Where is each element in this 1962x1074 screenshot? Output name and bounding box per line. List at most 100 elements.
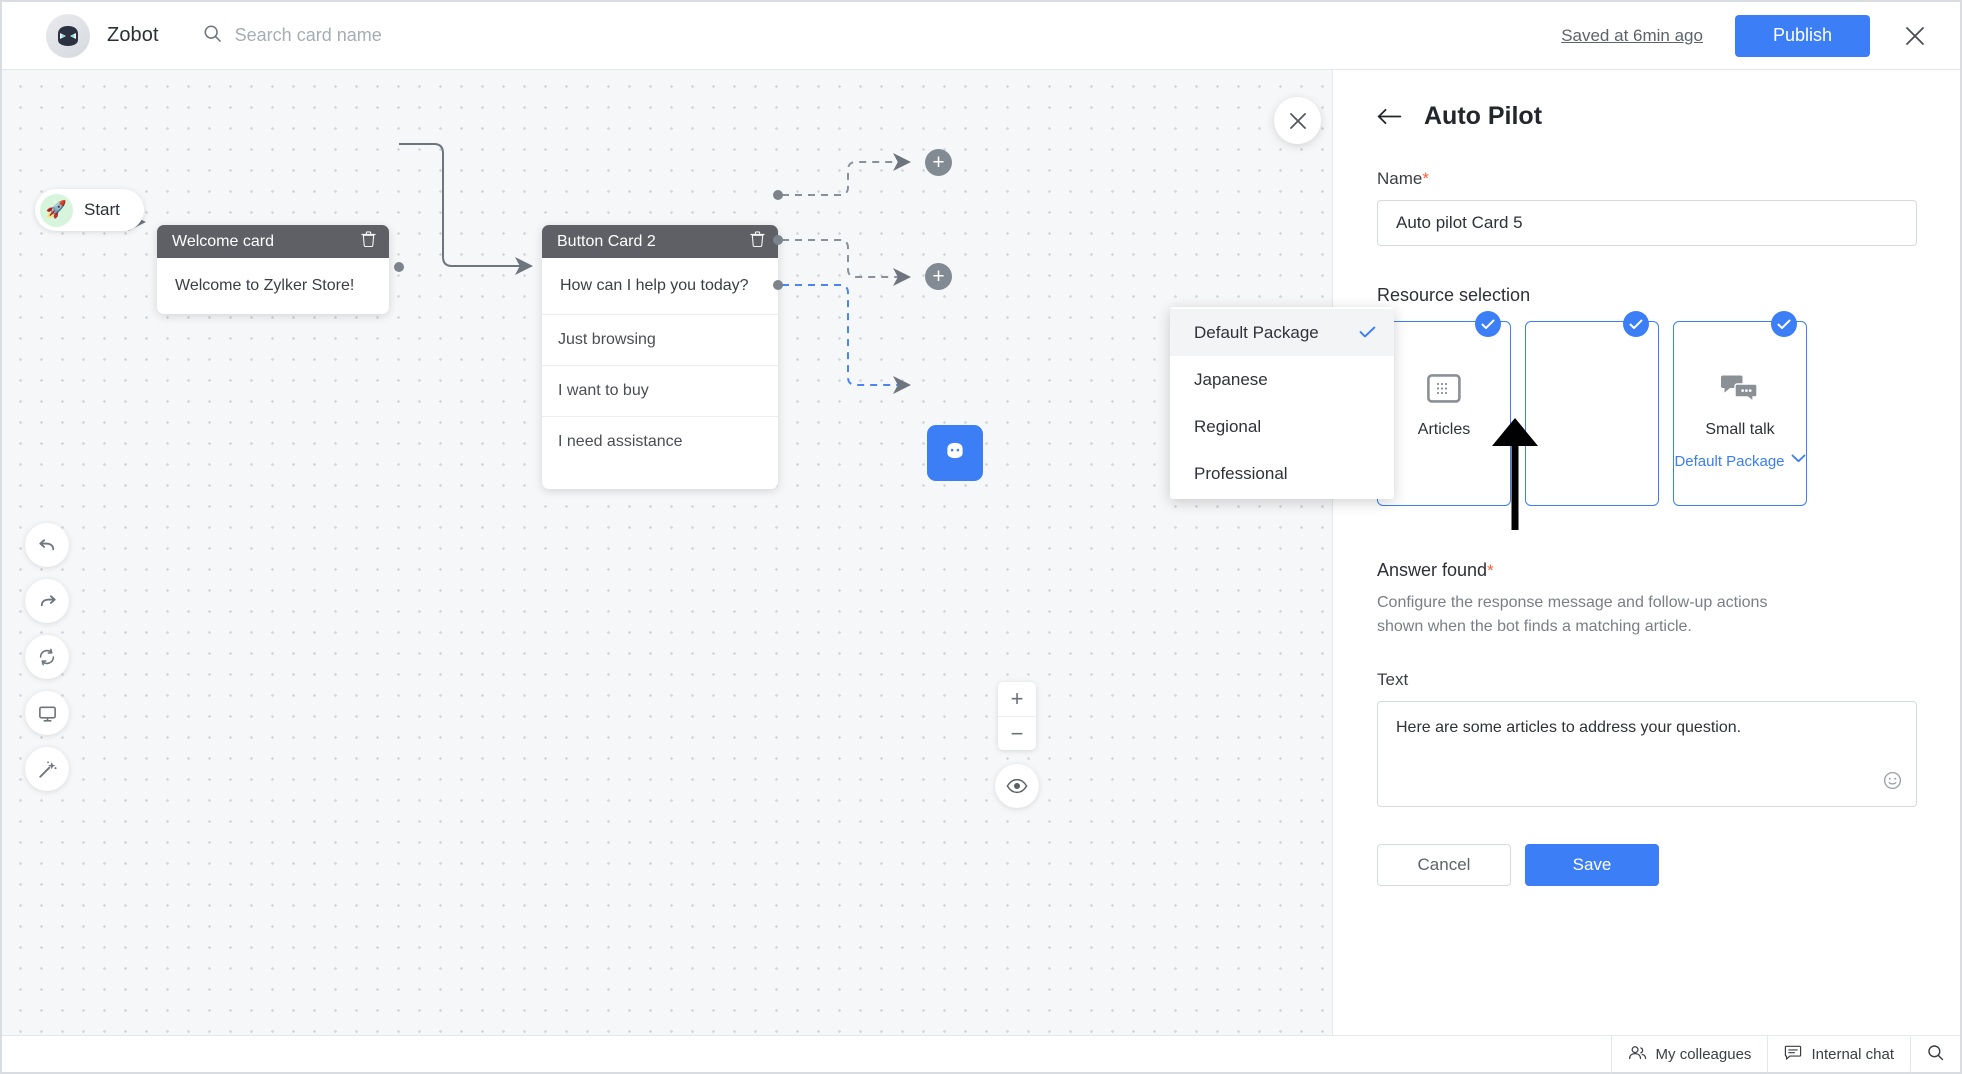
trash-icon[interactable] [750,231,765,252]
dropdown-option-label: Default Package [1194,322,1319,342]
close-icon[interactable] [1274,97,1321,144]
response-text-value: Here are some articles to address your q… [1396,718,1742,736]
zoom-controls: + − [998,682,1036,750]
start-label: Start [84,200,120,219]
chat-icon [1784,1045,1802,1064]
dropdown-option-default-package[interactable]: Default Package [1170,309,1394,356]
eye-icon[interactable] [995,764,1039,808]
answer-found-label: Answer found* [1377,560,1960,581]
card-output-port[interactable] [394,262,404,272]
redo-icon[interactable] [25,579,69,623]
card-body-text: How can I help you today? [560,277,749,294]
internal-chat-button[interactable]: Internal chat [1767,1035,1910,1073]
card-option-port-2[interactable] [773,280,783,290]
dropdown-option-label: Professional [1194,463,1288,483]
bot-icon [944,441,966,465]
card-body-text: Welcome to Zylker Store! [175,277,355,294]
resource-card-label: Small talk [1705,421,1775,438]
panel-footer-actions: Cancel Save [1377,843,1960,886]
bot-card-node[interactable] [927,425,983,481]
saved-status[interactable]: Saved at 6min ago [1561,25,1703,45]
resource-cards-row: Articles [1377,311,1960,506]
panel-header: Auto Pilot [1333,70,1960,131]
footer-search-button[interactable] [1910,1035,1960,1073]
page-title: Auto Pilot [1424,102,1543,130]
resource-card-second[interactable] [1525,311,1659,506]
flow-connectors [67,143,911,394]
my-colleagues-label: My colleagues [1655,1045,1752,1063]
resource-card-label: Articles [1417,421,1471,438]
resource-package-selector[interactable]: Default Package [1674,450,1805,472]
check-icon [1359,323,1376,343]
card-title: Welcome card [172,232,274,250]
undo-icon[interactable] [25,523,69,567]
refresh-icon[interactable] [25,635,69,679]
cancel-button[interactable]: Cancel [1377,843,1511,886]
article-icon [1427,374,1461,408]
flow-card-welcome[interactable]: Welcome card Welcome to Zylker Store! [157,225,389,314]
required-marker: * [1487,561,1494,580]
my-colleagues-button[interactable]: My colleagues [1610,1035,1768,1073]
text-field-label: Text [1377,669,1409,689]
required-marker: * [1422,169,1429,188]
save-button[interactable]: Save [1525,843,1659,886]
search-box[interactable] [203,24,565,48]
card-option-port-0[interactable] [773,190,783,200]
rocket-icon: 🚀 [40,193,73,227]
card-title: Button Card 2 [557,232,656,250]
resource-package-label: Default Package [1674,453,1785,470]
chat-bubbles-icon [1720,374,1760,408]
back-arrow-icon[interactable] [1377,108,1402,125]
name-input[interactable] [1377,200,1917,246]
package-dropdown-menu[interactable]: Default Package Japanese Regional Profes… [1170,307,1394,499]
header-actions: Saved at 6min ago Publish [1561,14,1960,57]
flow-card-button[interactable]: Button Card 2 How can I help you today? … [542,225,778,489]
people-icon [1628,1045,1647,1064]
zoom-in-button[interactable]: + [1010,686,1024,711]
resource-selection-label: Resource selection [1377,285,1531,305]
name-label-text: Name [1377,169,1423,188]
card-option-0[interactable]: Just browsing [542,314,778,365]
dropdown-option-label: Regional [1194,416,1262,436]
dropdown-option-professional[interactable]: Professional [1170,450,1394,497]
emoji-smiley-icon[interactable] [1883,771,1902,795]
search-icon [203,24,222,48]
start-node[interactable]: 🚀 Start [35,189,144,231]
bot-avatar-icon [46,13,90,58]
publish-button[interactable]: Publish [1734,14,1870,57]
internal-chat-label: Internal chat [1811,1045,1894,1063]
monitor-icon[interactable] [25,691,69,735]
search-icon [1927,1044,1944,1065]
flow-canvas[interactable]: 🚀 Start Welcome card Welcome to Zylker S… [2,70,1332,1037]
response-text-area[interactable]: Here are some articles to address your q… [1377,700,1917,807]
search-input[interactable] [234,25,565,46]
answer-found-description: Configure the response message and follo… [1377,594,1768,636]
card-header: Button Card 2 [542,225,778,258]
card-option-1[interactable]: I want to buy [542,365,778,416]
close-icon[interactable] [1900,21,1930,51]
dropdown-option-japanese[interactable]: Japanese [1170,356,1394,403]
check-circle-icon[interactable] [1771,311,1797,337]
check-circle-icon[interactable] [1475,311,1501,337]
magic-wand-icon[interactable] [25,747,69,791]
app-header: Zobot Saved at 6min ago Publish [2,2,1960,70]
brand-name: Zobot [107,24,159,46]
chevron-down-icon[interactable] [1791,450,1806,472]
zoom-out-button[interactable]: − [998,716,1036,750]
card-option-port-1[interactable] [773,235,783,245]
trash-icon[interactable] [361,231,376,252]
card-option-2[interactable]: I need assistance [542,416,778,467]
status-bar: My colleagues Internal chat [2,1035,1960,1073]
resource-card-articles[interactable]: Articles [1377,311,1511,506]
properties-panel: Auto Pilot Name* Resource selection [1332,70,1960,1037]
name-field-label: Name* [1377,169,1960,189]
add-card-button[interactable]: + [925,149,952,176]
add-card-button[interactable]: + [925,263,952,290]
canvas-toolbar [25,523,69,791]
check-circle-icon[interactable] [1623,311,1649,337]
resource-card-small-talk[interactable]: Small talk Default Package [1673,311,1807,506]
card-header: Welcome card [157,225,389,258]
answer-found-label-text: Answer found [1377,560,1488,580]
dropdown-option-regional[interactable]: Regional [1170,403,1394,450]
